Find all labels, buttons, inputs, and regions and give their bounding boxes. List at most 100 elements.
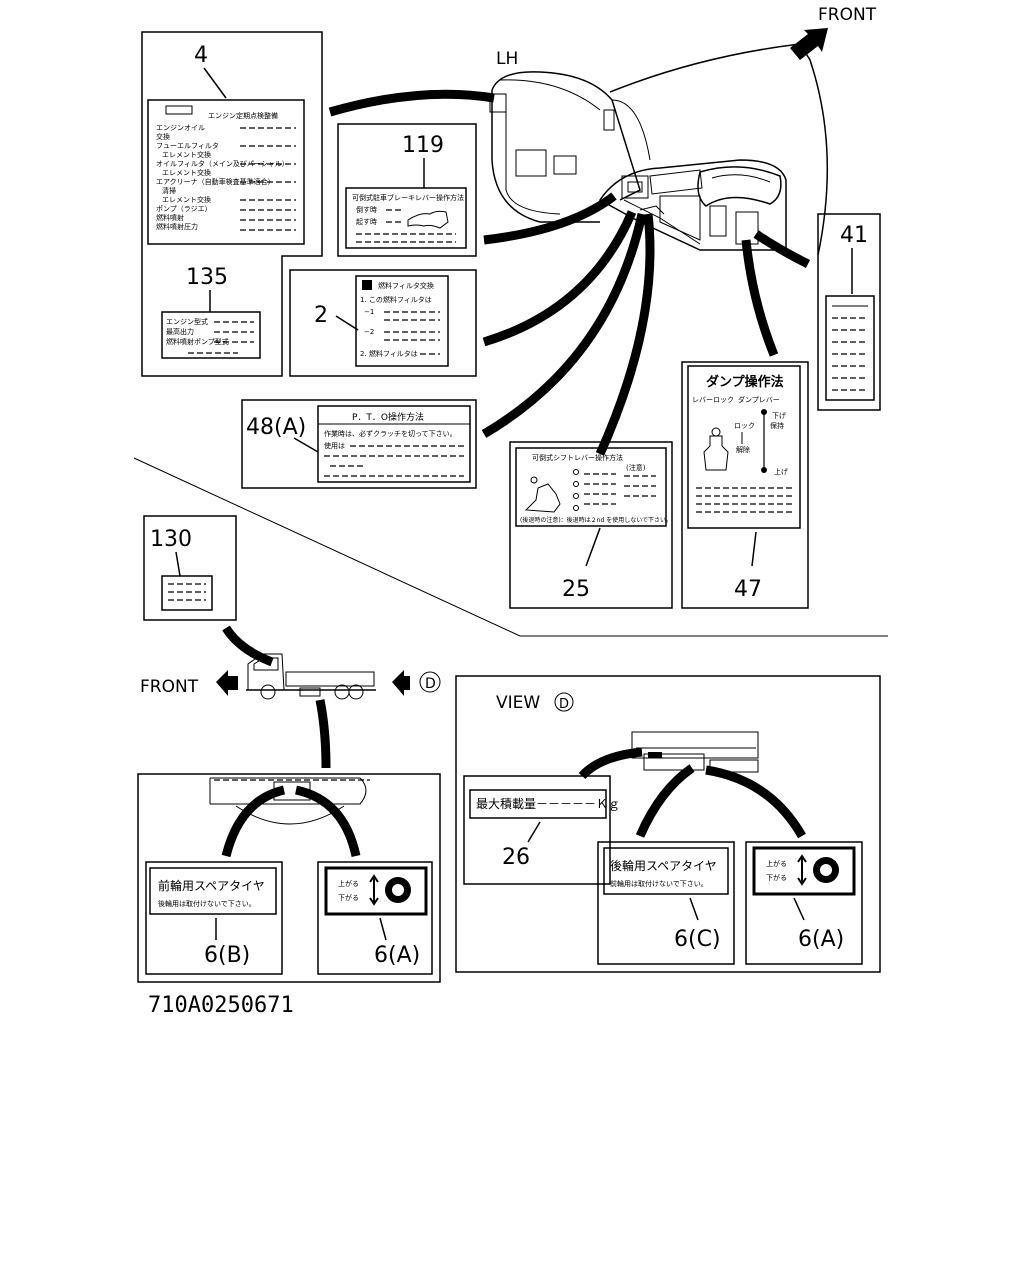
leader-lines — [221, 89, 811, 858]
decal-6a-right-down: 下がる — [766, 873, 787, 882]
decal-4-line: エレメント交換 — [162, 150, 211, 159]
decal-47 — [687, 365, 801, 529]
drawing-code: 710A0250671 — [148, 993, 294, 1018]
callout-box-47: ダンプ操作法 レバーロック ダンプレバー ロック 解除 下げ 保持 上げ 47 — [681, 361, 809, 609]
decal-4-line: 燃料噴射 — [156, 213, 184, 222]
arrow-front-icon — [790, 28, 828, 60]
cab-illustration: LH — [489, 43, 829, 256]
decal-47-lock: ロック — [734, 422, 755, 430]
decal-6b-title: 前輪用スペアタイヤ — [158, 878, 265, 893]
decal-4-line: エアクリーナ（自動車検査基準適合） — [156, 177, 275, 186]
decal-4 — [147, 99, 305, 245]
circle-d-label: D — [425, 676, 436, 692]
front-label-top: FRONT — [818, 5, 877, 25]
decal-4-line: 清掃 — [162, 186, 176, 195]
decal-48a — [317, 405, 471, 483]
decal-25-title: 可倒式シフトレバー操作方法 — [532, 453, 623, 462]
decal-6c-title: 後輪用スペアタイヤ — [610, 858, 717, 873]
decal-4-line: フューエルフィルタ — [156, 141, 219, 150]
decal-135-line: 燃料噴射ポンプ型式 — [166, 337, 229, 346]
decal-135-line: 最高出力 — [166, 327, 194, 336]
decal-2-line: 1. この燃料フィルタは — [360, 295, 432, 304]
callout-box-4: 4 エンジン定期点検整備 エンジンオイル 交換 フューエルフィルタ エレメント交… — [141, 31, 323, 377]
decal-6a-left — [324, 866, 428, 916]
section-divider — [133, 457, 888, 637]
decal-135-line: エンジン型式 — [166, 317, 208, 326]
decal-4-title: エンジン定期点検整備 — [208, 111, 278, 120]
circle-d-view-icon — [554, 692, 574, 712]
decal-6a-up: 上がる — [338, 879, 359, 888]
decal-47-title: ダンプ操作法 — [706, 374, 784, 390]
decal-25-note: (後退時の注意)：後退時は２nd を使用しないで下さい。 — [520, 516, 672, 524]
callout-6c: 6(C) — [674, 927, 721, 952]
arrow-right-icon — [392, 670, 410, 696]
callout-box-25: 可倒式シフトレバー操作方法 (注意) (後退時の注意)：後退時は２nd を使用し… — [509, 441, 673, 609]
decal-4-line: 交換 — [156, 132, 170, 141]
decal-119-title: 可倒式駐車ブレーキレバー操作方法 — [352, 193, 464, 202]
callout-box-119: 119 可倒式駐車ブレーキレバー操作方法 倒す時 起す時 — [337, 123, 477, 257]
decal-26 — [469, 789, 607, 819]
decal-6b-sub: 後輪用は取付けないで下さい。 — [158, 899, 256, 908]
callout-135: 135 — [186, 265, 228, 290]
decal-47-col1: レバーロック — [692, 396, 734, 404]
circle-d-icon — [419, 671, 441, 693]
callout-25: 25 — [562, 577, 590, 602]
decal-48a-line: 使用は — [324, 441, 345, 450]
decal-26-text: 最大積載量－－－－－Ｋｇ — [476, 796, 620, 811]
callout-box-48a: 48(A) P．T．O操作方法 作業時は、必ずクラッチを切って下さい。 使用は — [241, 399, 477, 489]
decal-4-line: 燃料噴射圧力 — [156, 222, 198, 231]
callout-119: 119 — [402, 133, 444, 158]
circle-d-view-label: D — [559, 697, 569, 712]
decal-2-line: −1 — [364, 308, 374, 316]
front-label-truck: FRONT — [140, 677, 199, 697]
truck-icon: FRONT D — [140, 653, 441, 700]
callout-box-6b-6a: 前輪用スペアタイヤ 後輪用は取付けないで下さい。 6(B) 上がる 下がる 6(… — [137, 773, 441, 983]
decal-6c-sub: 前輪用は取付けないで下さい。 — [610, 879, 708, 888]
decal-47-up: 上げ — [774, 467, 788, 476]
decal-47-down: 下げ — [772, 411, 786, 420]
callout-6a-right: 6(A) — [798, 927, 844, 952]
decal-6a-right-up: 上がる — [766, 859, 787, 868]
callout-130: 130 — [150, 527, 192, 552]
decal-4-line: オイルフィルタ（メイン及びパーシャル） — [156, 159, 289, 168]
decal-119 — [345, 187, 467, 249]
decal-48a-line: 作業時は、必ずクラッチを切って下さい。 — [324, 429, 457, 438]
callout-2: 2 — [314, 303, 328, 328]
decal-25 — [515, 447, 667, 527]
decal-2-title: 燃料フィルタ交換 — [378, 281, 434, 290]
decal-2 — [355, 275, 449, 367]
decal-2-line: 2. 燃料フィルタは — [360, 349, 418, 358]
decal-4-line: ポンプ（ラジエ） — [156, 205, 212, 213]
decal-4-line: エレメント交換 — [162, 168, 211, 177]
callout-6b: 6(B) — [204, 943, 250, 968]
decal-2-line: −2 — [364, 328, 374, 336]
decal-47-release: 解除 — [736, 445, 750, 454]
callout-41: 41 — [840, 223, 868, 248]
callout-6a-left: 6(A) — [374, 943, 420, 968]
decal-48a-title: P．T．O操作方法 — [352, 411, 424, 423]
arrow-left-icon — [216, 670, 238, 696]
lh-label: LH — [496, 49, 518, 69]
decal-47-hold: 保持 — [770, 421, 784, 430]
decal-25-sub: (注意) — [626, 463, 646, 472]
callout-box-130: 130 — [143, 515, 237, 621]
callout-48a: 48(A) — [246, 415, 306, 440]
decal-119-line: 倒す時 — [356, 205, 377, 214]
callout-box-41: 41 — [817, 213, 881, 411]
decal-47-col2: ダンプレバー — [738, 395, 780, 404]
callout-4: 4 — [194, 43, 208, 68]
decal-41 — [825, 295, 875, 401]
decal-119-line: 起す時 — [356, 218, 377, 226]
decal-4-line: エンジンオイル — [156, 124, 205, 132]
decal-4-line: エレメント交換 — [162, 195, 211, 204]
callout-box-2: 2 燃料フィルタ交換 1. この燃料フィルタは −1 −2 2. 燃料フィルタは — [289, 269, 477, 377]
decal-6b — [149, 867, 277, 915]
decal-6c — [603, 847, 729, 895]
decal-6a-down: 下がる — [338, 893, 359, 902]
view-d-label: VIEW — [496, 693, 540, 713]
decal-130 — [161, 575, 213, 611]
decal-6a-right — [752, 846, 856, 896]
callout-26: 26 — [502, 845, 530, 870]
decal-135 — [161, 311, 261, 359]
